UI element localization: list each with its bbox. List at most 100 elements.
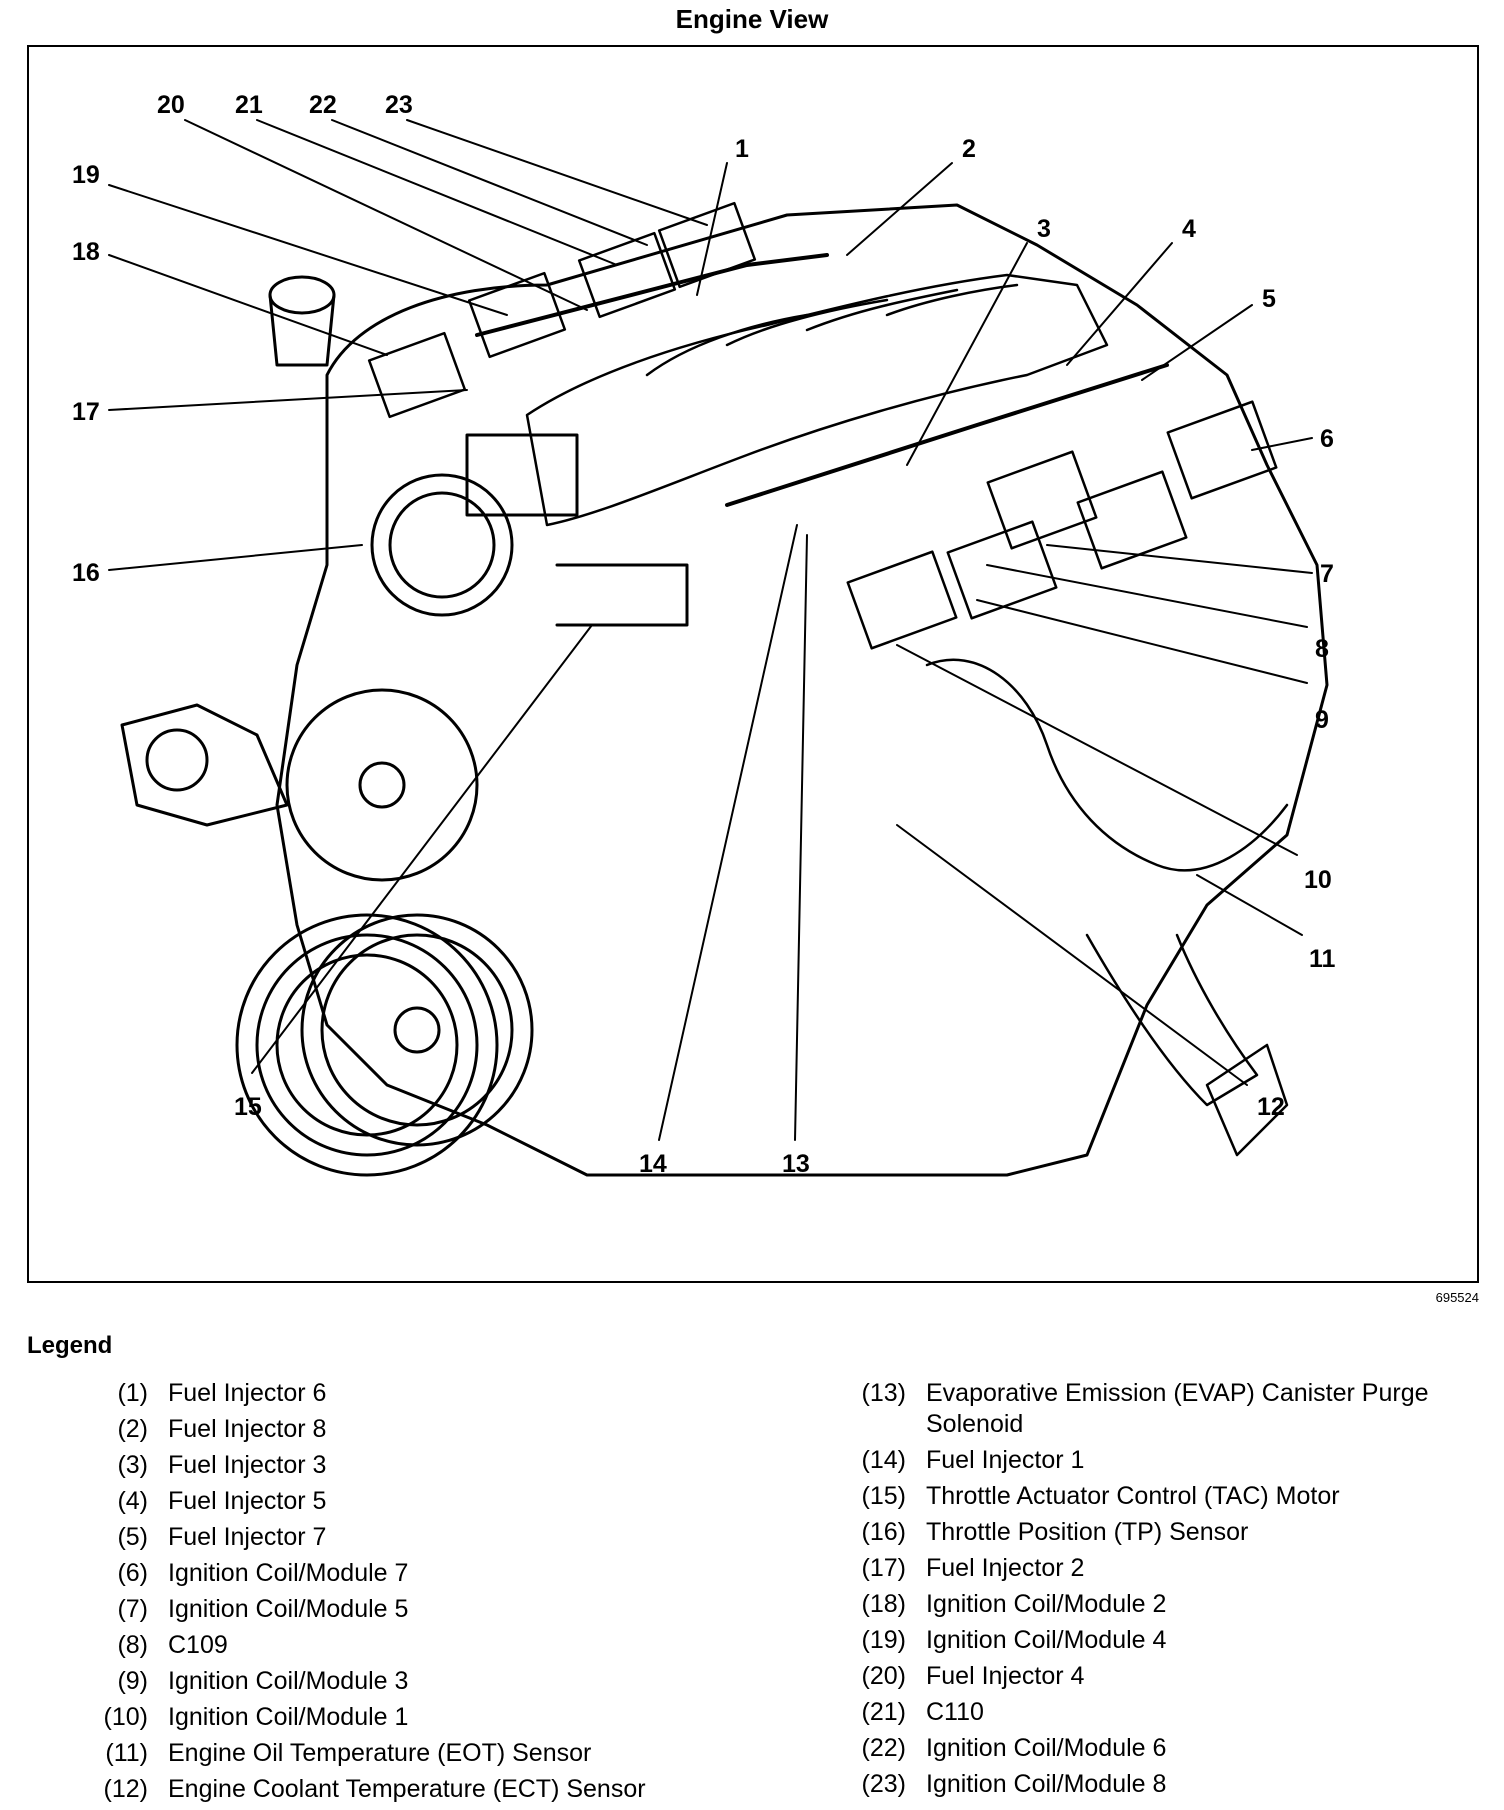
legend-number: (18) xyxy=(861,1590,906,1618)
legend-item: (11) Engine Oil Temperature (EOT) Sensor xyxy=(72,1738,792,1769)
legend-text: Fuel Injector 3 xyxy=(168,1451,327,1479)
callout-7: 7 xyxy=(1320,560,1334,588)
callout-14: 14 xyxy=(639,1150,667,1178)
callout-23: 23 xyxy=(385,91,413,119)
engine-outline xyxy=(275,203,1329,1177)
legend-text: Evaporative Emission (EVAP) Canister Pur… xyxy=(926,1379,1429,1438)
legend-number: (7) xyxy=(117,1595,148,1623)
callout-18: 18 xyxy=(72,238,100,266)
fuel-rail xyxy=(475,253,1169,507)
leader-lines xyxy=(108,119,1313,1141)
diagram-title: Engine View xyxy=(675,4,829,34)
callout-11: 11 xyxy=(1309,945,1336,973)
legend-number: (21) xyxy=(861,1698,906,1726)
diagram-frame xyxy=(27,45,1479,1283)
legend-text: Ignition Coil/Module 5 xyxy=(168,1595,409,1623)
legend-number: (11) xyxy=(105,1739,148,1767)
callout-13: 13 xyxy=(782,1150,810,1178)
legend-text: Fuel Injector 5 xyxy=(168,1487,327,1515)
callout-19: 19 xyxy=(72,161,100,189)
legend-number: (8) xyxy=(117,1631,148,1659)
callout-20: 20 xyxy=(157,91,185,119)
legend-number: (16) xyxy=(861,1518,906,1546)
legend-number: (15) xyxy=(861,1482,906,1510)
engine-drawing: 1 2 3 4 5 6 7 8 9 10 11 12 13 14 15 16 1… xyxy=(72,91,1336,1178)
callout-10: 10 xyxy=(1304,866,1332,894)
legend-text: Engine Coolant Temperature (ECT) Sensor xyxy=(168,1775,646,1803)
callout-8: 8 xyxy=(1315,635,1329,663)
callout-15: 15 xyxy=(234,1093,262,1121)
legend-title: Legend xyxy=(27,1332,113,1359)
legend-item: (1) Fuel Injector 6 xyxy=(72,1378,792,1409)
legend-text: C109 xyxy=(168,1631,228,1659)
legend-item: (2) Fuel Injector 8 xyxy=(72,1414,792,1445)
filler-cap xyxy=(268,275,336,367)
legend-number: (1) xyxy=(117,1379,148,1407)
legend-number: (20) xyxy=(861,1662,906,1690)
legend-right-column: (13) Evaporative Emission (EVAP) Canister… xyxy=(830,1378,1470,1805)
legend-item: (23)Ignition Coil/Module 8 xyxy=(830,1769,1470,1800)
legend-item: (3) Fuel Injector 3 xyxy=(72,1450,792,1481)
legend-item: (17) Fuel Injector 2 xyxy=(830,1553,1470,1584)
legend-number: (13) xyxy=(861,1379,906,1407)
callout-5: 5 xyxy=(1262,285,1276,313)
ignition-coils xyxy=(367,201,1278,650)
legend-item: (12) Engine Coolant Temperature (ECT) Sen… xyxy=(72,1774,792,1805)
figure-id: 695524 xyxy=(1435,1290,1479,1305)
callout-22: 22 xyxy=(309,91,337,119)
legend-number: (6) xyxy=(117,1559,148,1587)
legend-number: (23) xyxy=(861,1770,906,1798)
legend-number: (10) xyxy=(103,1703,148,1731)
exhaust-manifold xyxy=(925,658,1289,1157)
legend-text: Fuel Injector 7 xyxy=(168,1523,327,1551)
legend-number: (3) xyxy=(117,1451,148,1479)
legend-number: (14) xyxy=(861,1446,906,1474)
legend-text: Fuel Injector 4 xyxy=(926,1662,1085,1690)
legend-item: (22) Ignition Coil/Module 6 xyxy=(830,1733,1470,1764)
legend-item: (5)Fuel Injector 7 xyxy=(72,1522,792,1553)
legend-item: (8) C109 xyxy=(72,1630,792,1661)
legend-item: (13) Evaporative Emission (EVAP) Canister… xyxy=(830,1378,1470,1440)
legend-number: (2) xyxy=(117,1415,148,1443)
legend-text: Fuel Injector 2 xyxy=(926,1554,1085,1582)
legend-number: (4) xyxy=(117,1487,148,1515)
legend-number: (12) xyxy=(103,1775,148,1803)
legend-text: Ignition Coil/Module 2 xyxy=(926,1590,1167,1618)
callout-16: 16 xyxy=(72,559,100,587)
callout-labels: 1 2 3 4 5 6 7 8 9 10 11 12 13 14 15 16 1… xyxy=(72,91,1336,1178)
legend-item: (20) Fuel Injector 4 xyxy=(830,1661,1470,1692)
legend-text: Fuel Injector 1 xyxy=(926,1446,1085,1474)
legend-text: C110 xyxy=(926,1698,984,1726)
legend-number: (19) xyxy=(861,1626,906,1654)
legend-item: (16) Throttle Position (TP) Sensor xyxy=(830,1517,1470,1548)
callout-1: 1 xyxy=(735,135,749,163)
callout-21: 21 xyxy=(235,91,263,119)
crank-pulley xyxy=(235,913,534,1177)
callout-9: 9 xyxy=(1315,706,1329,734)
legend-number: (22) xyxy=(861,1734,906,1762)
legend-left-column: (1) Fuel Injector 6 (2) Fuel Injector 8 (3… xyxy=(72,1378,792,1810)
legend-text: Ignition Coil/Module 6 xyxy=(926,1734,1167,1762)
legend-text: Fuel Injector 8 xyxy=(168,1415,327,1443)
legend-item: (14) Fuel Injector 1 xyxy=(830,1445,1470,1476)
callout-6: 6 xyxy=(1320,425,1334,453)
callout-12: 12 xyxy=(1257,1093,1285,1121)
legend-text: Throttle Actuator Control (TAC) Motor xyxy=(926,1482,1340,1510)
throttle-body xyxy=(370,433,689,627)
legend-item: (4) Fuel Injector 5 xyxy=(72,1486,792,1517)
legend-item: (6) Ignition Coil/Module 7 xyxy=(72,1558,792,1589)
legend-text: Engine Oil Temperature (EOT) Sensor xyxy=(168,1739,592,1767)
legend-number: (17) xyxy=(861,1554,906,1582)
water-pump-pulley xyxy=(120,688,479,882)
legend-item: (9)Ignition Coil/Module 3 xyxy=(72,1666,792,1697)
legend-text: Throttle Position (TP) Sensor xyxy=(926,1518,1249,1546)
legend-text: Ignition Coil/Module 7 xyxy=(168,1559,409,1587)
legend-number: (9) xyxy=(117,1667,148,1695)
legend-item: (21) C110 xyxy=(830,1697,1470,1728)
legend-item: (15) Throttle Actuator Control (TAC) Moto… xyxy=(830,1481,1470,1512)
legend-text: Ignition Coil/Module 1 xyxy=(168,1703,409,1731)
legend-item: (7) Ignition Coil/Module 5 xyxy=(72,1594,792,1625)
legend-item: (18) Ignition Coil/Module 2 xyxy=(830,1589,1470,1620)
callout-4: 4 xyxy=(1182,215,1196,243)
legend-text: Fuel Injector 6 xyxy=(168,1379,327,1407)
